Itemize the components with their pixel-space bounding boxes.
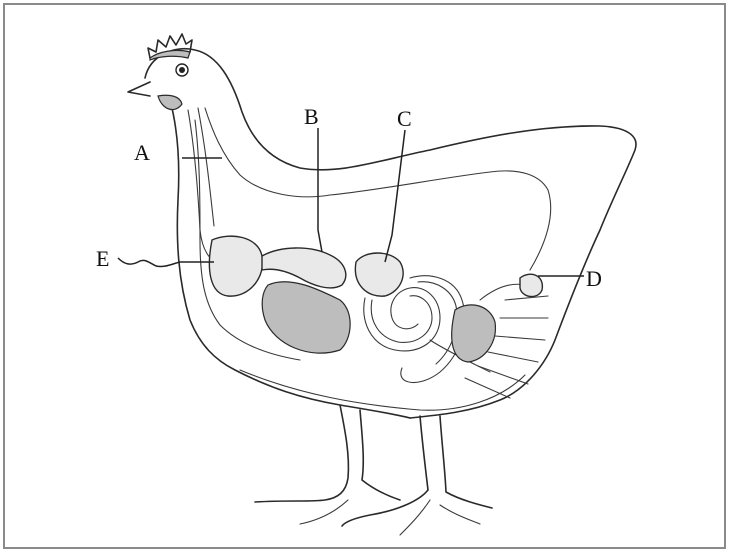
large-intestine <box>480 284 525 300</box>
ceca <box>452 305 496 362</box>
pupil <box>179 67 185 73</box>
pointer-B <box>318 128 322 252</box>
wattle <box>158 95 182 109</box>
comb <box>148 34 192 60</box>
crop <box>209 236 262 296</box>
label-A: A <box>134 140 150 165</box>
cloaca <box>520 274 542 296</box>
gizzard <box>355 253 403 296</box>
label-E: E <box>96 246 109 271</box>
liver <box>262 282 350 353</box>
pointer-lines <box>118 128 584 276</box>
label-C: C <box>397 106 412 131</box>
beak <box>128 82 150 96</box>
pointer-E <box>118 258 214 267</box>
legs <box>255 405 492 535</box>
proventriculus <box>262 248 346 288</box>
chicken-body-outline <box>145 49 636 418</box>
pointer-C <box>385 130 405 262</box>
label-D: D <box>586 266 602 291</box>
label-B: B <box>304 104 319 129</box>
